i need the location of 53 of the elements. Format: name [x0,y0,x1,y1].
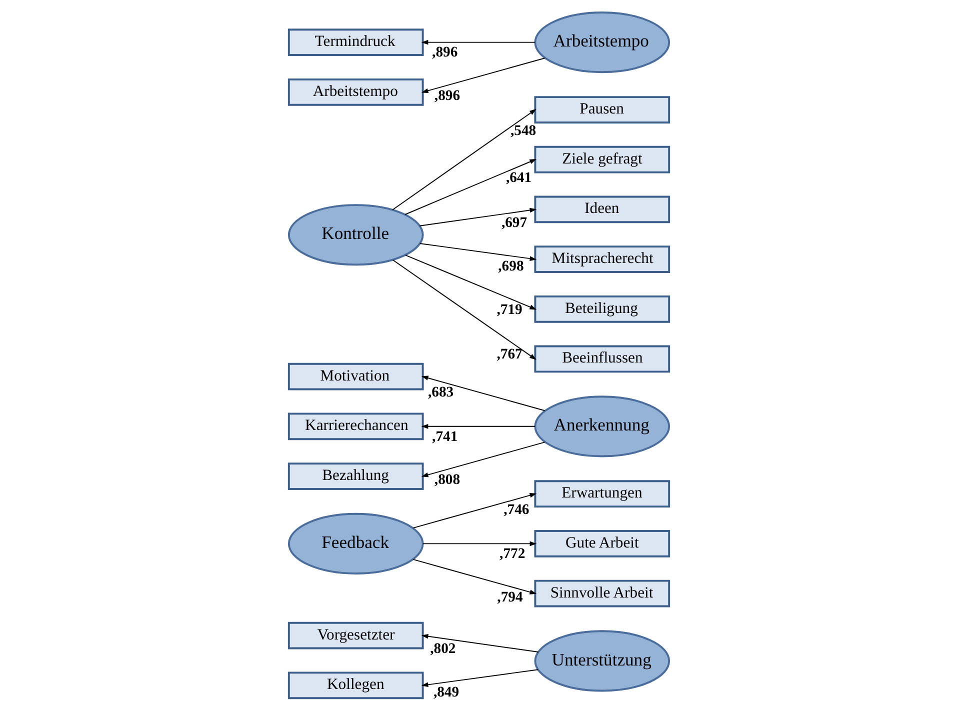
arrow [421,669,539,688]
node-box: Ideen [534,196,670,224]
arrow [421,58,546,94]
node-box: Sinnvolle Arbeit [534,580,670,608]
arrow [404,159,537,215]
arrow [392,259,536,360]
node-box: Vorgesetzter [288,622,424,650]
node-box: Erwartungen [534,480,670,508]
edge-label: ,896 [432,44,458,61]
edge-label: ,896 [434,88,460,104]
arrow [405,254,537,310]
node-box: Bezahlung [288,462,424,490]
edge-label: ,802 [430,640,456,657]
arrow [419,208,537,226]
arrow [419,243,537,261]
edge-label: ,683 [428,384,454,401]
edge-label: ,698 [498,258,524,275]
edge-label: ,548 [510,122,536,139]
arrow [421,40,536,45]
arrow [421,376,546,412]
node-ellipse: Feedback [288,512,424,574]
node-box: Kollegen [288,672,424,700]
node-box: Karrierechancen [288,412,424,440]
node-box: Pausen [534,96,670,124]
edge-label: ,719 [496,302,522,318]
node-box: Mitspracherecht [534,246,670,273]
node-ellipse: Kontrolle [288,204,424,266]
edge-label: ,808 [434,472,460,488]
arrow [412,558,537,594]
edge-label: ,741 [432,428,458,445]
node-box: Ziele gefragt [534,146,670,174]
edge-label: ,767 [496,346,522,362]
edge-label: ,849 [433,684,460,701]
arrow [421,424,536,429]
node-box: Motivation [288,362,424,390]
arrow [392,108,536,210]
arrow [412,492,537,528]
node-ellipse: Arbeitstempo [534,12,670,74]
node-box: Gute Arbeit [534,530,670,558]
edge-label: ,697 [501,214,528,231]
node-box: Beeinflussen [534,345,670,373]
node-box: Arbeitstempo [288,78,424,106]
node-ellipse: Anerkennung [534,396,670,458]
node-box: Beteiligung [534,295,670,323]
edge-label: ,772 [500,546,526,562]
arrow [421,634,539,652]
node-box: Termindruck [288,28,424,56]
edge-label: ,746 [504,502,530,518]
arrow [422,541,537,546]
arrow [421,442,546,478]
node-ellipse: Unterstützung [534,630,670,692]
edge-label: ,641 [506,170,532,186]
edge-label: ,794 [497,589,523,606]
